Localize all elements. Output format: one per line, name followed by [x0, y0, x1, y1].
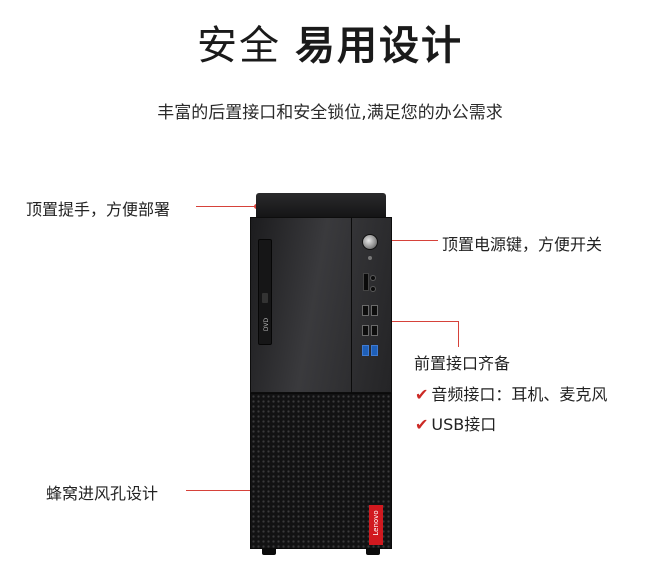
callout-line-honeycomb [186, 490, 258, 491]
callout-line-handle [196, 206, 256, 207]
feature-usb-text: USB接口 [431, 415, 497, 434]
label-ports: 前置接口齐备 [414, 354, 511, 373]
title-bold: 易用设计 [295, 23, 463, 69]
top-handle [256, 193, 386, 219]
lenovo-logo: Lenovo [369, 505, 383, 545]
page-title: 安全易用设计 [0, 22, 660, 70]
tower-foot [262, 549, 276, 555]
optical-drive [258, 239, 272, 345]
usb-port-icon [371, 325, 378, 336]
usb-port-icon [362, 325, 369, 336]
panel-divider [351, 217, 352, 393]
feature-usb: ✔USB接口 [415, 411, 496, 435]
usb3-port-icon [362, 345, 369, 356]
audio-jack-icon [370, 275, 376, 281]
title-light: 安全 [197, 23, 281, 69]
desktop-tower-image: DVD Lenovo [250, 193, 392, 563]
optical-eject-button [262, 293, 268, 303]
page-subtitle: 丰富的后置接口和安全锁位,满足您的办公需求 [157, 103, 503, 123]
usb3-port-icon [371, 345, 378, 356]
check-icon: ✔ [415, 415, 429, 434]
feature-audio: ✔音频接口：耳机、麦克风 [415, 381, 607, 405]
usb-port-icon [371, 305, 378, 316]
callout-vline-ports [458, 321, 459, 347]
label-honeycomb: 蜂窝进风孔设计 [46, 484, 159, 503]
label-power: 顶置电源键，方便开关 [442, 235, 603, 254]
label-handle: 顶置提手，方便部署 [26, 200, 171, 219]
tower-foot [366, 549, 380, 555]
feature-audio-text: 音频接口：耳机、麦克风 [431, 385, 608, 404]
status-led [368, 256, 372, 260]
audio-jack-icon [370, 286, 376, 292]
usb-port-icon [362, 305, 369, 316]
honeycomb-vent [250, 393, 392, 549]
callout-line-ports [382, 321, 458, 322]
dvd-logo: DVD [263, 317, 271, 332]
lenovo-logo-text: Lenovo [372, 510, 380, 536]
callout-line-power [380, 240, 438, 241]
card-reader-slot [363, 273, 369, 291]
power-button-icon [362, 234, 378, 250]
check-icon: ✔ [415, 385, 429, 404]
